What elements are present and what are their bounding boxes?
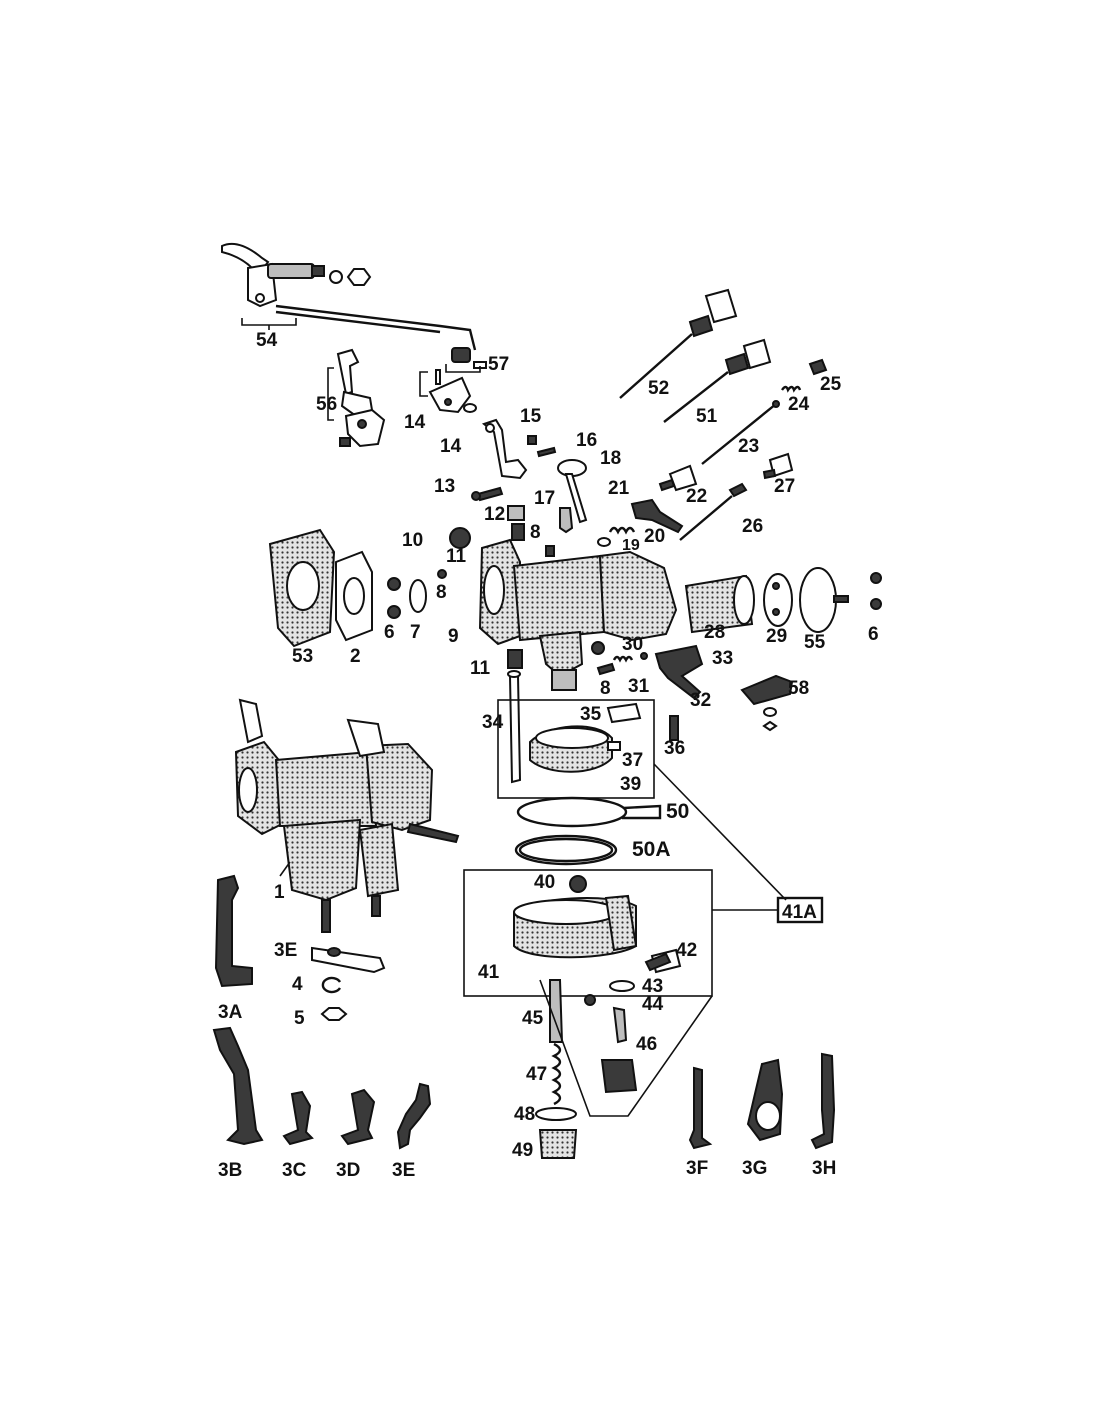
callout: 1	[274, 882, 285, 903]
callout: 36	[664, 738, 685, 759]
callout-labels: 54 57 56 14 14 52 51 25 24 23 15 16 18 1…	[218, 330, 879, 1181]
adjusting-screws	[658, 452, 794, 541]
callout: 14	[404, 412, 426, 433]
callout: 57	[488, 354, 509, 375]
callout: 3H	[812, 1158, 836, 1179]
float-valve-parts	[535, 952, 713, 1159]
callout: 42	[676, 940, 697, 961]
callout: 46	[636, 1034, 657, 1055]
callout: 53	[292, 646, 313, 667]
callout: 28	[704, 622, 725, 643]
callout: 26	[742, 516, 763, 537]
callout: 51	[696, 406, 718, 427]
callout: 56	[316, 394, 337, 415]
callout: 3G	[742, 1158, 767, 1179]
callout: 8	[530, 522, 541, 543]
callout: 52	[648, 378, 669, 399]
callout: 50	[666, 800, 689, 823]
callout: 18	[600, 448, 621, 469]
flange-gaskets	[268, 528, 447, 648]
throttle-lever-assembly	[221, 242, 477, 351]
callout: 2	[350, 646, 361, 667]
callout: 41A	[782, 902, 817, 923]
callout: 13	[434, 476, 455, 497]
callout: 3E	[392, 1160, 415, 1181]
idle-needles	[619, 288, 772, 423]
callout: 48	[514, 1104, 535, 1125]
callout: 12	[484, 504, 505, 525]
callout: 3E	[274, 940, 297, 961]
callout: 9	[448, 626, 459, 647]
callout: 25	[820, 374, 842, 395]
float-parts-box	[497, 699, 679, 799]
callout: 39	[620, 774, 641, 795]
callout: 37	[622, 750, 643, 771]
callout: 55	[804, 632, 826, 653]
callout: 21	[608, 478, 630, 499]
screw-spring-rod	[701, 358, 828, 465]
callout: 3C	[282, 1160, 307, 1181]
callout: 3A	[218, 1002, 243, 1023]
callout: 32	[690, 690, 711, 711]
callout: 35	[580, 704, 602, 725]
callout: 3F	[686, 1158, 708, 1179]
callout: 41	[478, 962, 500, 983]
pin-17	[559, 507, 574, 534]
callout: 16	[576, 430, 597, 451]
callout: 8	[436, 582, 447, 603]
callout: 58	[788, 678, 809, 699]
callout: 4	[292, 974, 303, 995]
spring-arm-assembly	[597, 498, 684, 547]
carburetor-body	[478, 538, 678, 691]
carburetor-assembled-view	[234, 698, 460, 933]
callout: 49	[512, 1140, 533, 1161]
callout: 11	[470, 658, 491, 679]
bracket-assembly-56	[327, 348, 386, 448]
callout: 22	[686, 486, 707, 507]
callout: 47	[526, 1064, 547, 1085]
bowl-gaskets	[514, 796, 662, 866]
callout: 8	[600, 678, 611, 699]
callout: 15	[520, 406, 542, 427]
callout: 10	[402, 530, 423, 551]
bushings	[449, 505, 555, 557]
throttle-parts-lower	[591, 641, 794, 732]
callout: 24	[788, 394, 810, 415]
callout: 5	[294, 1008, 305, 1029]
callout: 33	[712, 648, 733, 669]
callout: 45	[522, 1008, 544, 1029]
callout: 31	[628, 676, 650, 697]
callout: 19	[622, 537, 640, 554]
callout: 34	[482, 712, 504, 733]
washers-nuts	[311, 946, 386, 1021]
venturi-and-plates	[684, 567, 882, 634]
callout: 14	[440, 436, 462, 457]
callout: 30	[622, 634, 643, 655]
callout: 23	[738, 436, 759, 457]
callout: 11	[446, 546, 467, 567]
callout: 50A	[632, 838, 671, 861]
float-bowl-box	[463, 869, 713, 997]
mounting-brackets	[212, 874, 836, 1150]
choke-shaft	[557, 459, 588, 524]
callout: 7	[410, 622, 421, 643]
callout: 54	[256, 330, 278, 351]
callout: 27	[774, 476, 795, 497]
callout: 6	[384, 622, 395, 643]
screws-top	[471, 435, 557, 502]
callout: 29	[766, 626, 787, 647]
callout: 3D	[336, 1160, 360, 1181]
callout: 40	[534, 872, 555, 893]
callout: 17	[534, 488, 555, 509]
callout: 6	[868, 624, 879, 645]
throttle-shaft-34	[507, 649, 523, 784]
callout: 3B	[218, 1160, 242, 1181]
callout: 44	[642, 994, 664, 1015]
callout: 43	[642, 976, 663, 997]
callout: 20	[644, 526, 665, 547]
choke-bracket-assembly	[419, 347, 528, 480]
leader-lines-41A	[653, 763, 824, 924]
